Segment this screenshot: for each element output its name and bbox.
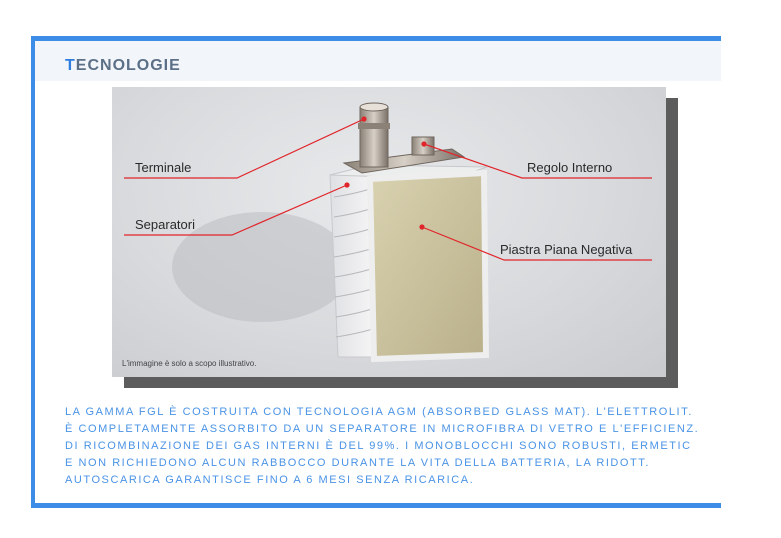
callout-terminal — [124, 118, 365, 179]
body-line: LA GAMMA FGL È COSTRUITA CON TECNOLOGIA … — [65, 406, 693, 418]
header-band — [35, 41, 721, 81]
callout-inner-strip — [423, 143, 652, 179]
cell-shadow — [172, 212, 352, 322]
separator-lines — [333, 188, 374, 338]
frame-left-border — [31, 36, 35, 506]
frame-bottom-border — [31, 503, 721, 508]
figure-caption: L'immagine è solo a scopo illustrativo. — [122, 359, 257, 368]
callout-lines — [124, 116, 652, 261]
terminal-band — [358, 123, 390, 129]
label-negative-plate: Piastra Piana Negativa — [500, 242, 633, 257]
body-line: E NON RICHIEDONO ALCUN RABBOCCO DURANTE … — [65, 457, 650, 469]
page-title-rest: ECNOLOGIE — [75, 57, 181, 74]
page-title: TECNOLOGIE — [65, 57, 181, 75]
label-separators: Separatori — [135, 217, 195, 232]
callout-negative-plate — [421, 226, 652, 261]
negative-plate — [366, 169, 490, 363]
battery-cell-drawing — [124, 102, 652, 363]
terminal-top — [359, 102, 389, 112]
frame-top-border — [31, 36, 721, 41]
page-title-initial: T — [65, 57, 76, 74]
body-line: È COMPLETAMENTE ASSORBITO DA UN SEPARATO… — [65, 423, 700, 435]
terminal-post — [359, 106, 389, 168]
label-terminal: Terminale — [135, 160, 192, 175]
body-paragraph: LA GAMMA FGL È COSTRUITA CON TECNOLOGIA … — [65, 404, 725, 489]
label-inner-strip: Regolo Interno — [527, 160, 613, 175]
callout-separators — [124, 184, 348, 236]
battery-cell-illustration: Terminale Separatori Regolo Interno Pias… — [112, 87, 666, 377]
body-line: DI RICOMBINAZIONE DEI GAS INTERNI È DEL … — [65, 440, 692, 452]
body-line: AUTOSCARICA GARANTISCE FINO A 6 MESI SEN… — [65, 474, 475, 486]
